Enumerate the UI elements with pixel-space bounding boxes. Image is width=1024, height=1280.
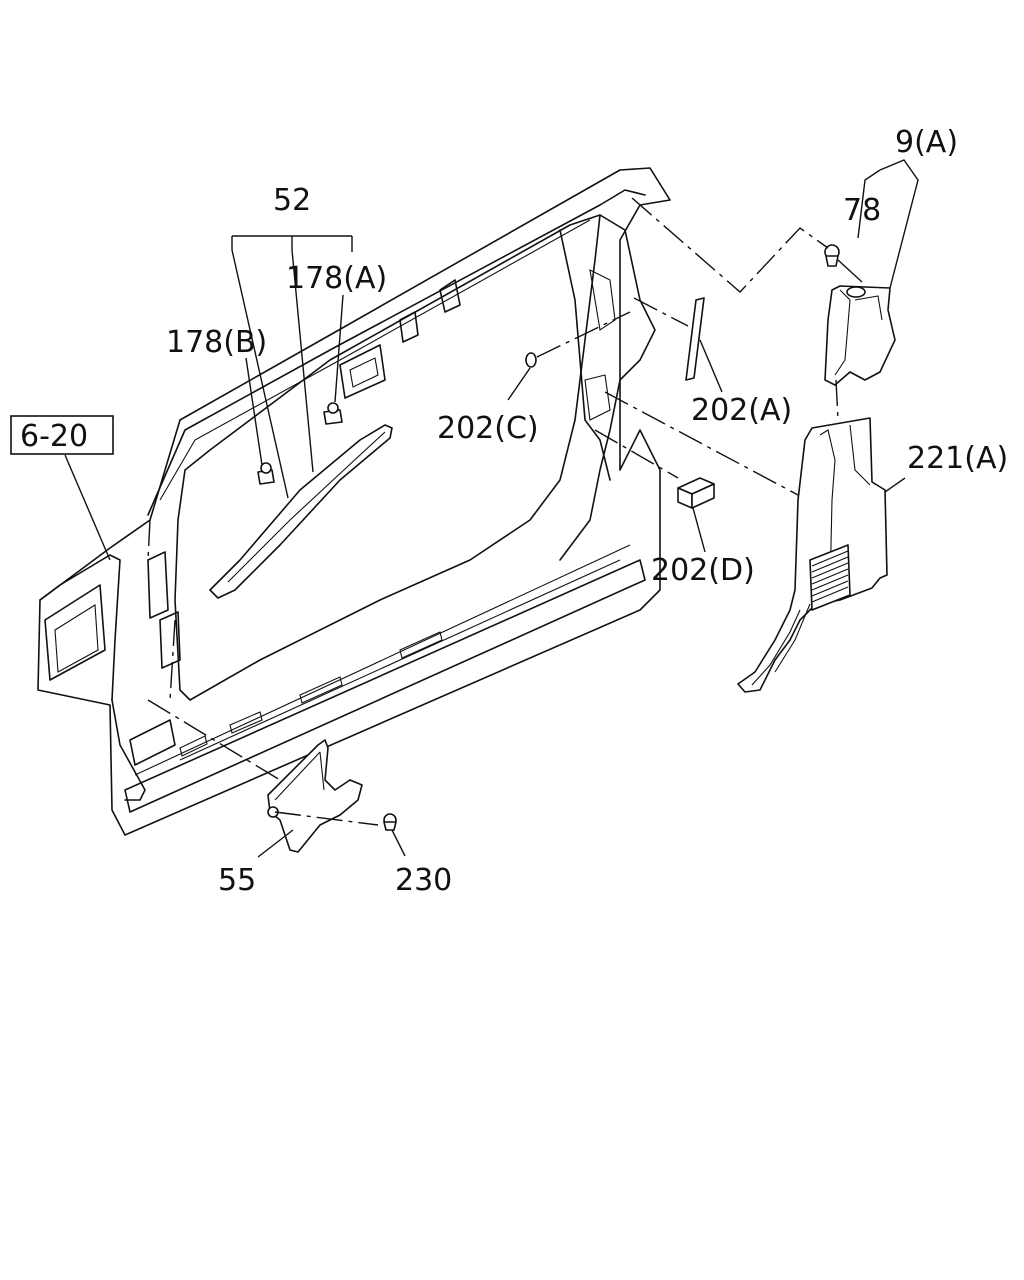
- clip-178a: [323, 402, 343, 425]
- vent-grille: [809, 544, 851, 611]
- assembly-lines: [147, 197, 839, 826]
- label-202d: 202(D): [651, 553, 755, 588]
- label-52: 52: [273, 183, 311, 218]
- reference-box: [10, 415, 114, 455]
- strip-202a: [685, 297, 705, 381]
- block-202d: [677, 477, 715, 509]
- pad-202c: [525, 352, 537, 368]
- label-230: 230: [395, 863, 452, 898]
- leader-lines: [64, 159, 919, 858]
- label-202c: 202(C): [437, 411, 539, 446]
- label-178a: 178(A): [286, 261, 387, 296]
- label-9a: 9(A): [895, 125, 958, 160]
- label-55: 55: [218, 863, 256, 898]
- clip-78: [824, 244, 840, 267]
- a-pillar-garnish: [209, 424, 393, 599]
- label-6-20: 6-20: [20, 419, 88, 454]
- clip-178b: [257, 462, 275, 485]
- front-lower-trim: [267, 739, 363, 853]
- clip-230: [383, 813, 397, 831]
- label-178b: 178(B): [166, 325, 267, 360]
- upper-quarter-trim: [824, 285, 896, 386]
- center-pillar-trim: [737, 417, 888, 693]
- label-202a: 202(A): [691, 393, 792, 428]
- body-side-panel: [37, 167, 671, 836]
- label-221a: 221(A): [907, 441, 1008, 476]
- label-78: 78: [843, 193, 881, 228]
